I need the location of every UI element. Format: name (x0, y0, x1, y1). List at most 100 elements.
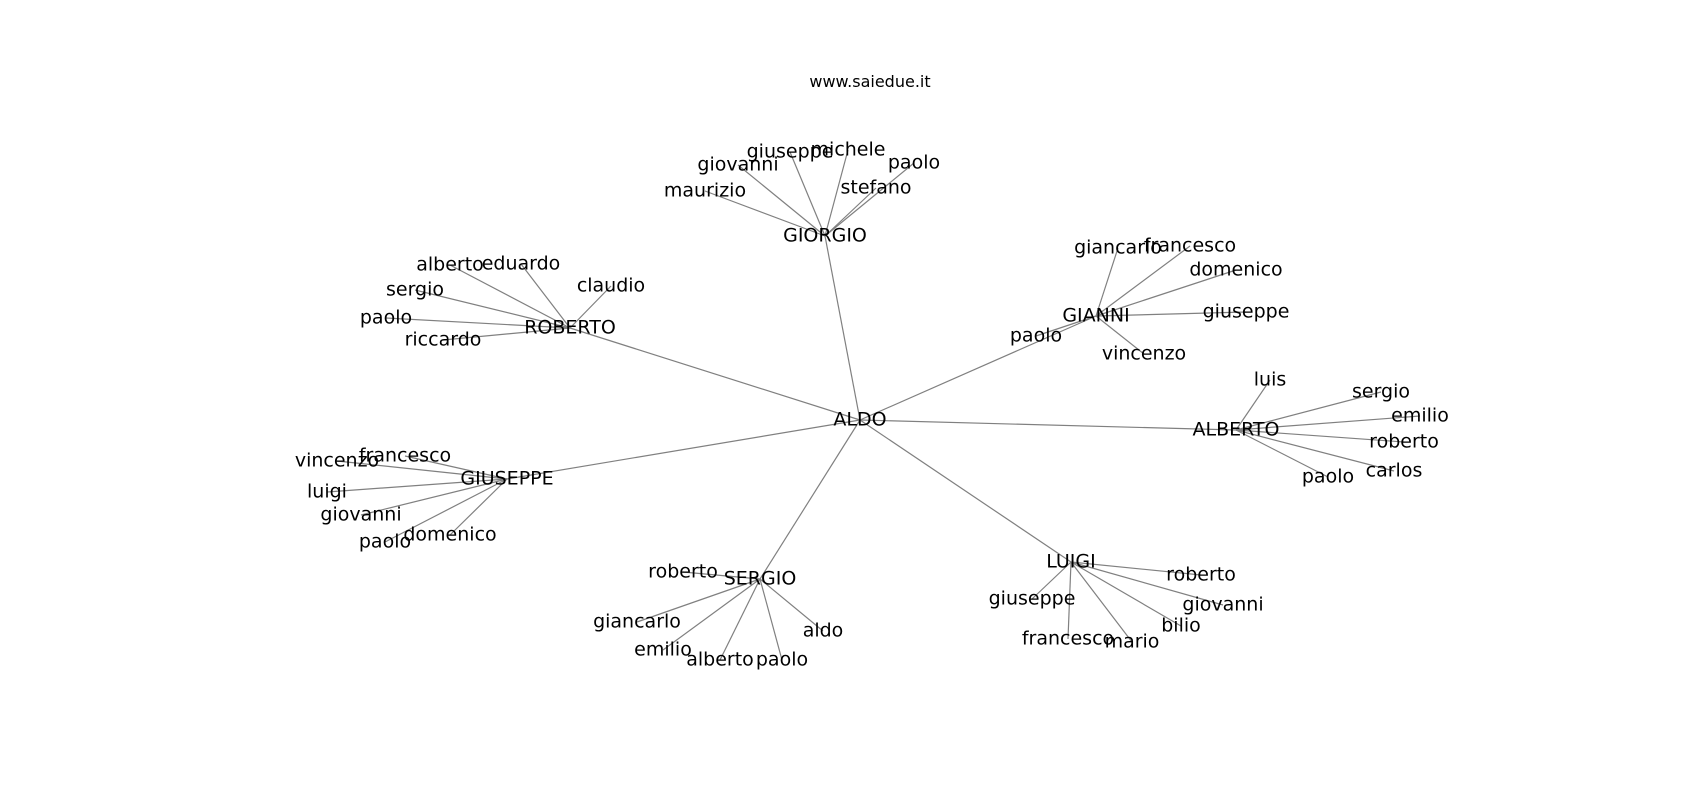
leaf-node-giorgio-michele: michele (811, 139, 886, 161)
leaf-node-gianni-vincenzo: vincenzo (1102, 343, 1186, 365)
leaf-node-sergio-paolo: paolo (756, 649, 808, 671)
edge-gianni-domenico (1095, 269, 1237, 317)
leaf-node-giuseppe-vincenzo: vincenzo (295, 450, 379, 472)
leaf-node-luigi-bilio: bilio (1161, 615, 1201, 637)
leaf-node-gianni-giancarlo: giancarlo (1074, 237, 1162, 259)
leaf-node-alberto-carlos: carlos (1366, 460, 1423, 482)
edge-root-alberto (859, 419, 1237, 431)
leaf-node-roberto-sergio: sergio (386, 279, 444, 301)
group-node-giuseppe: GIUSEPPE (460, 468, 553, 490)
edge-giuseppe-domenico (449, 478, 508, 536)
edge-root-giuseppe (506, 419, 861, 480)
edge-sergio-emilio (662, 578, 761, 651)
edge-roberto-paolo (385, 317, 571, 329)
leaf-node-sergio-aldo: aldo (803, 620, 844, 642)
edges-layer (326, 149, 1421, 661)
edge-alberto-luis (1235, 379, 1271, 431)
leaf-node-alberto-luis: luis (1254, 369, 1287, 391)
leaf-node-giuseppe-luigi: luigi (307, 481, 347, 503)
edge-gianni-giancarlo (1095, 247, 1119, 317)
leaf-node-roberto-riccardo: riccardo (405, 329, 482, 351)
edge-root-sergio (759, 419, 861, 580)
leaf-node-alberto-sergio: sergio (1352, 381, 1410, 403)
edge-sergio-alberto (719, 578, 761, 661)
edge-giorgio-maurizio (704, 190, 826, 237)
edge-root-gianni (859, 315, 1097, 421)
edge-sergio-roberto (682, 571, 761, 580)
edge-root-giorgio (824, 235, 861, 421)
edge-giorgio-michele (824, 149, 849, 237)
edge-alberto-sergio (1235, 391, 1382, 431)
edge-giuseppe-paolo (384, 478, 508, 543)
leaf-node-giuseppe-paolo: paolo (359, 531, 411, 553)
leaf-node-giorgio-paolo: paolo (888, 152, 940, 174)
edge-roberto-sergio (414, 289, 571, 329)
edge-roberto-riccardo (442, 327, 571, 341)
leaf-node-roberto-claudio: claudio (577, 275, 645, 297)
edge-alberto-carlos (1235, 429, 1395, 472)
edge-giuseppe-luigi (326, 478, 508, 493)
leaf-node-giuseppe-domenico: domenico (403, 524, 496, 546)
edge-luigi-francesco (1067, 561, 1072, 640)
edge-giorgio-giuseppe (789, 151, 826, 237)
leaf-node-giuseppe-giovanni: giovanni (320, 504, 401, 526)
group-node-gianni: GIANNI (1062, 305, 1129, 327)
leaf-node-giorgio-maurizio: maurizio (664, 180, 746, 202)
leaf-node-giuseppe-francesco: francesco (359, 445, 451, 467)
leaf-node-gianni-francesco: francesco (1144, 235, 1236, 257)
group-node-luigi: LUIGI (1046, 551, 1095, 573)
group-node-giorgio: GIORGIO (783, 225, 867, 247)
edge-root-luigi (859, 419, 1072, 563)
edge-roberto-alberto (449, 264, 571, 329)
leaf-node-sergio-roberto: roberto (648, 561, 718, 583)
edge-giorgio-stefano (824, 187, 877, 237)
edge-sergio-giancarlo (636, 578, 761, 623)
edge-sergio-paolo (759, 578, 783, 661)
edge-luigi-giuseppe (1031, 561, 1072, 600)
leaf-node-luigi-giovanni: giovanni (1182, 594, 1263, 616)
leaf-node-luigi-mario: mario (1105, 631, 1160, 653)
leaf-node-luigi-giuseppe: giuseppe (989, 588, 1076, 610)
edge-giorgio-paolo (824, 162, 915, 237)
site-title: www.saiedue.it (809, 72, 931, 91)
edge-roberto-eduardo (520, 263, 571, 329)
edge-giorgio-giovanni (737, 164, 826, 237)
leaf-node-luigi-roberto: roberto (1166, 564, 1236, 586)
group-node-roberto: ROBERTO (524, 317, 616, 339)
edge-gianni-francesco (1095, 245, 1191, 317)
edge-gianni-paolo (1035, 315, 1097, 337)
leaf-node-roberto-alberto: alberto (416, 254, 484, 276)
leaf-node-sergio-alberto: alberto (686, 649, 754, 671)
leaf-node-gianni-paolo: paolo (1010, 325, 1062, 347)
edge-luigi-roberto (1070, 561, 1202, 576)
edge-luigi-giovanni (1070, 561, 1224, 606)
leaf-node-sergio-giancarlo: giancarlo (593, 611, 681, 633)
edge-root-roberto (569, 327, 861, 421)
edge-giuseppe-vincenzo (336, 460, 508, 480)
leaf-node-roberto-eduardo: eduardo (482, 253, 561, 275)
leaf-node-alberto-roberto: roberto (1369, 431, 1439, 453)
edge-alberto-paolo (1235, 429, 1329, 478)
leaf-node-sergio-emilio: emilio (634, 639, 692, 661)
leaf-node-alberto-paolo: paolo (1302, 466, 1354, 488)
root-node: ALDO (833, 409, 886, 431)
labels-layer: mauriziogiovannigiuseppemichelepaolostef… (295, 139, 1449, 671)
edge-luigi-mario (1070, 561, 1133, 643)
leaf-node-roberto-paolo: paolo (360, 307, 412, 329)
edge-alberto-emilio (1235, 415, 1421, 431)
leaf-node-alberto-emilio: emilio (1391, 405, 1449, 427)
leaf-node-giorgio-giuseppe: giuseppe (747, 141, 834, 163)
edge-giuseppe-giovanni (360, 478, 508, 516)
leaf-node-gianni-giuseppe: giuseppe (1203, 301, 1290, 323)
edge-gianni-giuseppe (1095, 311, 1247, 317)
edge-roberto-claudio (569, 285, 612, 329)
leaf-node-gianni-domenico: domenico (1189, 259, 1282, 281)
group-node-sergio: SERGIO (724, 568, 797, 590)
edge-giuseppe-francesco (404, 455, 508, 480)
edge-sergio-aldo (759, 578, 824, 632)
leaf-node-giorgio-stefano: stefano (840, 177, 911, 199)
edge-luigi-bilio (1070, 561, 1182, 627)
group-node-alberto: ALBERTO (1192, 419, 1279, 441)
leaf-node-giorgio-giovanni: giovanni (697, 154, 778, 176)
